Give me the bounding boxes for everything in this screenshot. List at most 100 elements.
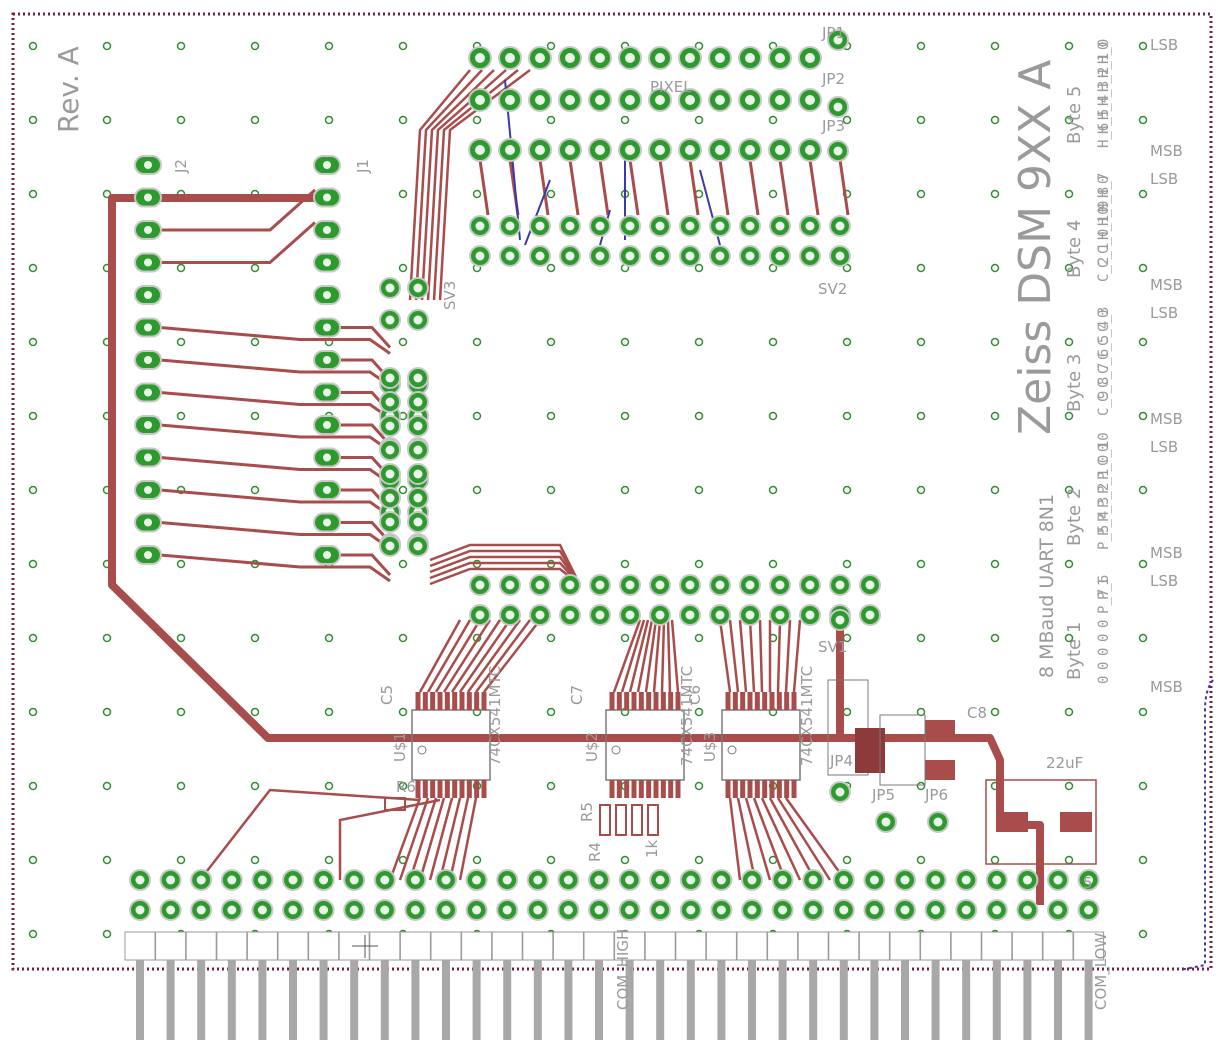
via [28, 115, 38, 125]
trace [428, 797, 454, 881]
header-pin [717, 960, 726, 1040]
pad-hole [323, 421, 331, 429]
ic-pin [769, 780, 775, 798]
trace [160, 188, 316, 232]
j2-label: J2 [172, 159, 190, 174]
pad-hole [835, 251, 845, 261]
trace [159, 553, 391, 583]
pad-hole [595, 580, 605, 590]
via [176, 115, 186, 125]
ic-pin [675, 692, 681, 710]
bit-label: 1 [1096, 578, 1112, 586]
via [546, 707, 556, 717]
pad-hole [808, 875, 818, 885]
via [694, 707, 704, 717]
pad-hole [835, 787, 845, 797]
pad-hole [144, 323, 152, 332]
ic-pin [740, 780, 746, 798]
header-housing [583, 931, 615, 961]
pad-hole [144, 453, 152, 462]
trace [658, 159, 670, 216]
pad-hole [475, 95, 485, 105]
pad-hole [535, 53, 545, 63]
via [102, 781, 112, 791]
bit-label: H_5 [1096, 109, 1112, 134]
via [1138, 115, 1148, 125]
bit-label: C_4 [1096, 321, 1112, 346]
ic3-label: 74CX541MTC [798, 666, 816, 766]
ic-pin [624, 780, 630, 798]
byte-name: Byte 1 [1064, 622, 1085, 680]
ic-pin [668, 692, 674, 710]
header-housing [216, 931, 248, 961]
ic-pin [675, 780, 681, 798]
via [176, 41, 186, 51]
trace [728, 619, 740, 693]
pad-hole [625, 875, 635, 885]
sv1-label: SV1 [818, 638, 847, 656]
via [916, 337, 926, 347]
pad-hole [775, 580, 785, 590]
pad-hole [775, 145, 785, 155]
pad-hole [715, 53, 725, 63]
trace [159, 391, 391, 420]
via [768, 411, 778, 421]
via [176, 263, 186, 273]
via [176, 337, 186, 347]
via [324, 41, 334, 51]
pad-hole [505, 221, 515, 231]
pad-hole [715, 221, 725, 231]
trace [458, 797, 478, 881]
jp4-label: JP4 [829, 752, 853, 770]
ic-pin [444, 780, 450, 798]
trace [718, 619, 732, 693]
pad-hole [323, 193, 331, 202]
header-pin [258, 960, 267, 1040]
pad-hole [747, 905, 757, 915]
pad-hole [323, 323, 331, 332]
ic-pin [466, 692, 472, 710]
pad-hole [410, 875, 420, 885]
ic-pin [616, 692, 622, 710]
via [28, 337, 38, 347]
ic-pin [725, 780, 731, 798]
r4-label: R4 [586, 842, 604, 862]
pad-hole [715, 145, 725, 155]
via [620, 485, 630, 495]
via [398, 263, 408, 273]
via [250, 781, 260, 791]
trace [718, 159, 730, 216]
jp2-label: JP2 [821, 70, 845, 88]
via [472, 855, 482, 865]
bit-label: H_7 [1096, 173, 1112, 198]
board-outline-right [1179, 679, 1214, 971]
via [768, 559, 778, 569]
pads [129, 29, 1100, 921]
trace [432, 69, 519, 301]
bit-label: P_2 [1096, 483, 1112, 508]
via [1138, 781, 1148, 791]
resistor [631, 804, 643, 836]
ic-pin [616, 780, 622, 798]
via [620, 115, 630, 125]
via [990, 559, 1000, 569]
ic-pin [459, 692, 465, 710]
pad-hole [413, 493, 423, 503]
bit-label: 0 [1096, 42, 1112, 50]
trace [159, 423, 391, 453]
msb-label: MSB [1150, 678, 1183, 696]
pad-hole [505, 53, 515, 63]
bit-label: C_1 [1096, 243, 1112, 268]
via [916, 781, 926, 791]
trace [159, 358, 391, 388]
pad-hole [413, 421, 423, 431]
pad-hole [778, 875, 788, 885]
pad-hole [144, 193, 152, 202]
header-pin [1054, 960, 1062, 1040]
trace [612, 619, 642, 693]
c6-label: C6 [686, 685, 704, 705]
header-housing [858, 931, 890, 961]
trace [758, 619, 764, 693]
ic-pin [474, 780, 480, 798]
trace [670, 619, 680, 693]
